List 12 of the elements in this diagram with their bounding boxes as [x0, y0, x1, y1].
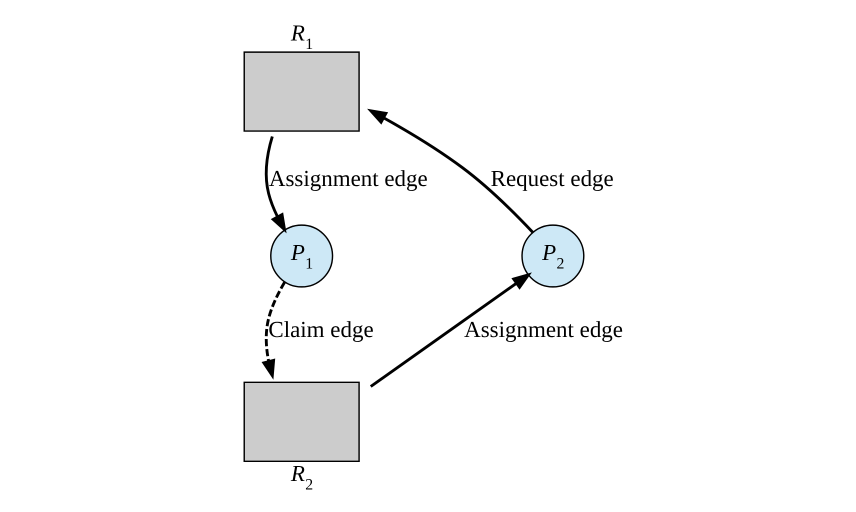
edge-label: Request edge — [490, 166, 614, 192]
arrow — [367, 108, 534, 234]
arrow — [370, 272, 532, 388]
arrow — [262, 282, 286, 380]
edge-label: Assignment edge — [268, 166, 428, 192]
node-circle: P$_{2}$ — [521, 224, 584, 288]
edge-label: Claim edge — [268, 316, 374, 342]
edge-label: Assignment edge — [464, 316, 623, 342]
arrow — [264, 136, 287, 234]
node-circle: P$_{1}$ — [270, 224, 334, 288]
node-label: R$_{2}$ — [290, 461, 314, 494]
node-label: R$_{1}$ — [290, 20, 314, 53]
